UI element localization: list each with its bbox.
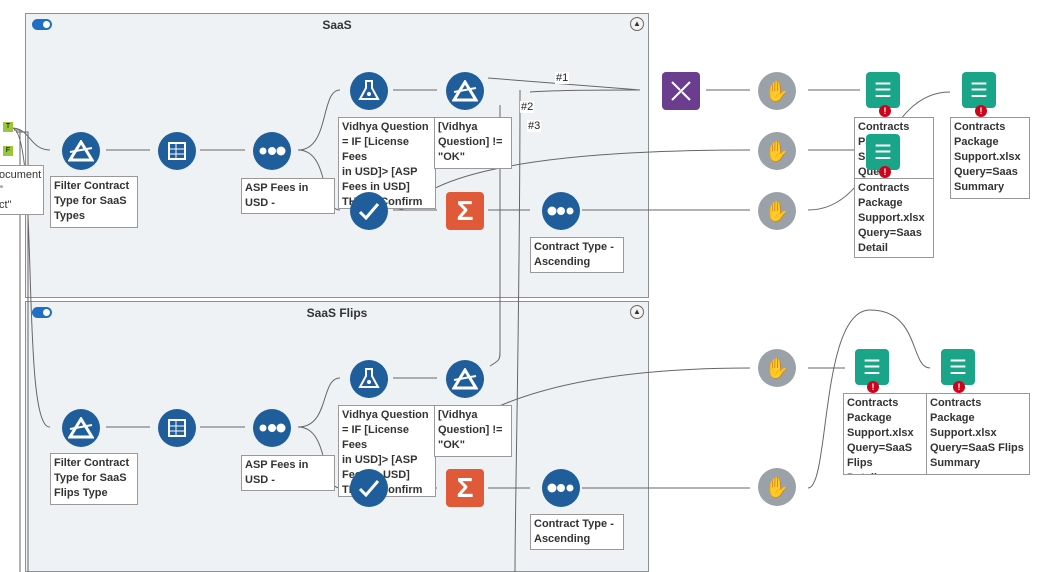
select-icon (168, 419, 186, 437)
container-title: SaaS Flips (306, 306, 368, 320)
output-tool-2[interactable]: ☰ (962, 72, 996, 108)
error-icon: ! (953, 381, 965, 393)
formula-icon (358, 80, 380, 100)
formula-annotation: Vidhya Question = IF [License Fees in US… (338, 117, 436, 209)
output-annotation: Contracts Package Support.xlsx Query=Saa… (926, 393, 1030, 475)
input-anchor-t[interactable]: T (3, 122, 13, 132)
hand-icon: ✋ (764, 357, 790, 380)
output-annotation: Contracts Package Support.xlsx Query=Saa… (843, 393, 929, 475)
collapse-icon[interactable]: ▲ (630, 17, 644, 31)
partial-annotation: ocument " ct" (0, 165, 44, 215)
check-icon (358, 203, 380, 220)
document-icon: ☰ (949, 356, 967, 379)
filter2-annotation: [Vidhya Question] != "OK" (434, 405, 512, 457)
filter-annotation: Filter Contract Type for SaaS Types (50, 176, 138, 228)
filter2-tool-saas[interactable] (446, 72, 484, 110)
sort-tool-flips[interactable] (253, 409, 291, 447)
document-icon: ☰ (874, 79, 892, 102)
sort-icon (547, 206, 574, 216)
filter-annotation: Filter Contract Type for SaaS Flips Type (50, 453, 138, 505)
hand-icon: ✋ (764, 140, 790, 163)
error-icon: ! (879, 105, 891, 117)
error-icon: ! (867, 381, 879, 393)
filter-icon (68, 417, 94, 439)
document-icon: ☰ (970, 79, 988, 102)
browse-tool-5[interactable]: ✋ (758, 468, 796, 506)
sort-tool-saas[interactable] (253, 132, 291, 170)
sort-icon (547, 483, 574, 493)
select-tool-flips[interactable] (158, 409, 196, 447)
connection-label: #2 (520, 101, 535, 113)
input-anchor-f[interactable]: F (3, 146, 13, 156)
formula-tool-flips[interactable] (350, 360, 388, 398)
join-multiple-tool[interactable] (662, 72, 700, 110)
hand-icon: ✋ (764, 476, 790, 499)
sort2-annotation: Contract Type - Ascending (530, 514, 624, 550)
output-tool-4[interactable]: ☰ (941, 349, 975, 385)
dna-icon (671, 81, 691, 101)
output-tool-1b[interactable]: ☰ (866, 134, 900, 170)
container-title: SaaS (322, 18, 352, 32)
summarize-tool-flips[interactable]: Σ (446, 469, 484, 507)
filter-icon (68, 140, 94, 162)
container-toggle[interactable] (32, 19, 52, 30)
container-header[interactable]: SaaS ▲ (26, 14, 648, 36)
select-icon (168, 142, 186, 160)
connection-label: #1 (555, 72, 570, 84)
select-tool-saas[interactable] (158, 132, 196, 170)
collapse-icon[interactable]: ▲ (630, 305, 644, 319)
document-icon: ☰ (863, 356, 881, 379)
filter2-annotation: [Vidhya Question] != "OK" (434, 117, 512, 169)
output-tool-1[interactable]: ☰ (866, 72, 900, 108)
error-icon: ! (879, 166, 891, 178)
formula-tool-saas[interactable] (350, 72, 388, 110)
sort-annotation: ASP Fees in USD - Descending (241, 455, 335, 491)
sort2-annotation: Contract Type - Ascending (530, 237, 624, 273)
sigma-icon: Σ (456, 472, 474, 503)
sort-annotation: ASP Fees in USD - Descending (241, 178, 335, 214)
browse-tool-2[interactable]: ✋ (758, 132, 796, 170)
summarize-tool-saas[interactable]: Σ (446, 192, 484, 230)
connection-label: #3 (527, 120, 542, 132)
sort2-tool-flips[interactable] (542, 469, 580, 507)
unique-tool-saas[interactable] (350, 192, 388, 230)
formula-icon (358, 368, 380, 388)
output-tool-3[interactable]: ☰ (855, 349, 889, 385)
check-icon (358, 480, 380, 497)
hand-icon: ✋ (764, 200, 790, 223)
unique-tool-flips[interactable] (350, 469, 388, 507)
filter-tool-saas[interactable] (62, 132, 100, 170)
filter2-tool-flips[interactable] (446, 360, 484, 398)
output-annotation: Contracts Package Support.xlsx Query=Saa… (950, 117, 1030, 199)
container-header[interactable]: SaaS Flips ▲ (26, 302, 648, 324)
browse-tool-1[interactable]: ✋ (758, 72, 796, 110)
browse-tool-4[interactable]: ✋ (758, 349, 796, 387)
filter-tool-flips[interactable] (62, 409, 100, 447)
browse-tool-3[interactable]: ✋ (758, 192, 796, 230)
sort2-tool-saas[interactable] (542, 192, 580, 230)
hand-icon: ✋ (764, 80, 790, 103)
sort-icon (259, 146, 286, 156)
filter-icon (452, 368, 478, 390)
document-icon: ☰ (874, 141, 892, 164)
sigma-icon: Σ (456, 195, 474, 226)
sort-icon (259, 423, 286, 433)
container-toggle[interactable] (32, 307, 52, 318)
filter-icon (452, 80, 478, 102)
error-icon: ! (975, 105, 987, 117)
output-annotation: Contracts Package Support.xlsx Query=Saa… (854, 178, 934, 258)
